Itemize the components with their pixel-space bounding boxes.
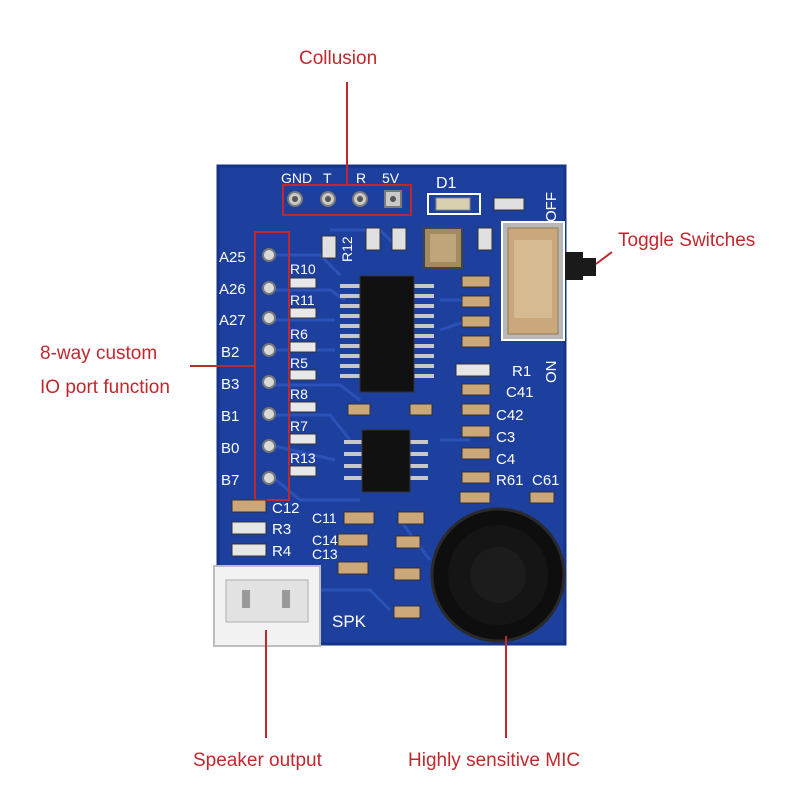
resistor-label-r7: R7 (290, 418, 308, 434)
r1-label: R1 (512, 363, 531, 380)
right-component-column (347, 275, 491, 484)
header-label-gnd: GND (281, 170, 312, 186)
c42-label: C42 (496, 407, 524, 424)
toggle-switch (501, 221, 596, 341)
callout-io-line2: IO port function (40, 377, 170, 398)
callout-toggle-switches: Toggle Switches (618, 230, 756, 251)
pcb-traces (269, 228, 471, 612)
c4-label: C4 (496, 451, 515, 468)
on-label: ON (543, 361, 560, 384)
d1-label: D1 (436, 175, 457, 192)
resistor-label-r5: R5 (290, 355, 308, 371)
led-d1 (427, 193, 481, 215)
c61-label: C61 (532, 472, 560, 489)
io-label-b3: B3 (221, 376, 239, 393)
c13-label: C13 (312, 546, 338, 562)
header-label-5v: 5V (382, 170, 400, 186)
io-label-a27: A27 (219, 312, 246, 329)
main-ic-chip (340, 275, 434, 393)
resistor-label-r10: R10 (290, 261, 316, 277)
callout-io-port: 8-way custom IO port function (40, 337, 170, 405)
spk-label: SPK (332, 612, 367, 631)
io-label-b7: B7 (221, 472, 239, 489)
resistor-label-r11: R11 (290, 292, 315, 308)
io-pins (262, 248, 276, 485)
resistor-label-r6: R6 (290, 326, 308, 342)
callout-mic: Highly sensitive MIC (408, 750, 581, 771)
callout-collusion: Collusion (299, 48, 378, 69)
left-resistor-array (289, 277, 317, 477)
r3-label: R3 (272, 521, 291, 538)
secondary-ic-chip (344, 429, 428, 493)
r4-label: R4 (272, 543, 291, 560)
io-label-a26: A26 (219, 281, 246, 298)
callout-speaker-output: Speaker output (193, 750, 322, 771)
io-label-b2: B2 (221, 344, 239, 361)
toggle-leader-line (595, 251, 613, 265)
uart-header (287, 190, 402, 208)
microphone (430, 507, 566, 643)
header-label-r: R (356, 170, 366, 186)
io-label-b0: B0 (221, 440, 239, 457)
r12-label: R12 (339, 236, 355, 262)
c3-label: C3 (496, 429, 515, 446)
io-label-b1: B1 (221, 408, 239, 425)
r61-label: R61 (496, 472, 524, 489)
resistor-label-r8: R8 (290, 386, 308, 402)
callout-io-line1: 8-way custom (40, 343, 158, 364)
c41-label: C41 (506, 384, 534, 401)
c12-label: C12 (272, 500, 300, 517)
c11-label: C11 (312, 510, 337, 526)
off-label: OFF (543, 192, 560, 222)
c14-label: C14 (312, 532, 338, 548)
io-label-a25: A25 (219, 249, 246, 266)
resistor-label-r13: R13 (290, 450, 316, 466)
header-label-t: T (323, 170, 332, 186)
